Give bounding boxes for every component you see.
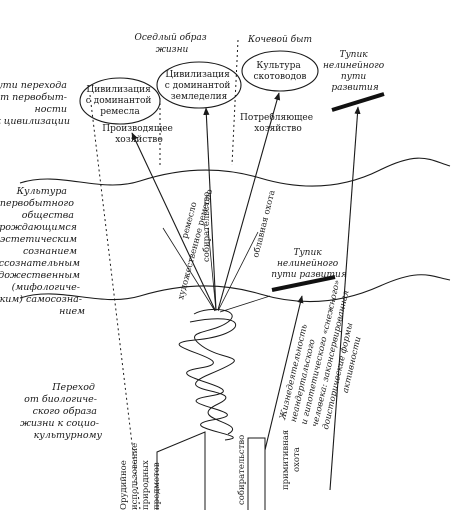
agriculture-civilization-ellipse	[156, 61, 242, 109]
tools-label: Орудийное использование природных предме…	[119, 440, 162, 510]
primitive-hunting-label: примитивная охота	[281, 427, 302, 490]
craft-civilization-ellipse	[79, 77, 161, 125]
deadend-bar-mid	[271, 275, 336, 292]
neanderthal-activity-label: Жизнедеятельность неандертальского и гип…	[278, 271, 375, 434]
craft-arrow	[131, 132, 216, 311]
deadend-bar-top	[331, 92, 385, 112]
left-section1-text: Пути перехода от первобыт- ности к цивил…	[0, 80, 70, 127]
lower-wavy-boundary	[19, 274, 451, 303]
gathering-arrow	[203, 107, 217, 311]
productive-economy-label: Производящее хозяйство	[102, 124, 176, 145]
upper-wavy-boundary	[19, 157, 451, 187]
herders-culture-ellipse	[241, 50, 319, 92]
bottom-gathering-label: собирательство	[236, 435, 247, 505]
sedentary-header: Оседлый образ жизни	[135, 32, 210, 55]
evolution-coil	[178, 308, 237, 441]
deadend-mid-label: Тупик нелинейного пути развития	[271, 248, 347, 280]
craft-civilization-label: Цивилизация с доминантой ремесла	[86, 85, 155, 117]
agriculture-civilization-label: Цивилизация с доминантой земледелия	[165, 70, 234, 102]
gathering-arrow-label: собирательство	[201, 192, 212, 262]
nomadic-dashed-divider	[231, 39, 239, 166]
deadend-top-arrow	[329, 106, 361, 491]
neanderthal-arrow	[264, 295, 304, 451]
convergence-lines	[162, 227, 271, 313]
hunting-arrow	[217, 92, 281, 311]
hunting-arrow-label: облавная охота	[250, 189, 277, 259]
left-section2-text: Культура первобытного общества с зарожда…	[0, 186, 85, 317]
herders-culture-label: Культура скотоводов	[254, 61, 307, 82]
deadend-top-label: Тупик нелинейного пути развития	[323, 50, 387, 93]
nomadic-header: Кочевой быт	[247, 34, 312, 45]
bottom-bracket	[156, 431, 266, 510]
left-section3-text: Переход от биологиче- ского образа жизни…	[20, 382, 102, 441]
consuming-economy-label: Потребляющее хозяйство	[240, 112, 316, 134]
